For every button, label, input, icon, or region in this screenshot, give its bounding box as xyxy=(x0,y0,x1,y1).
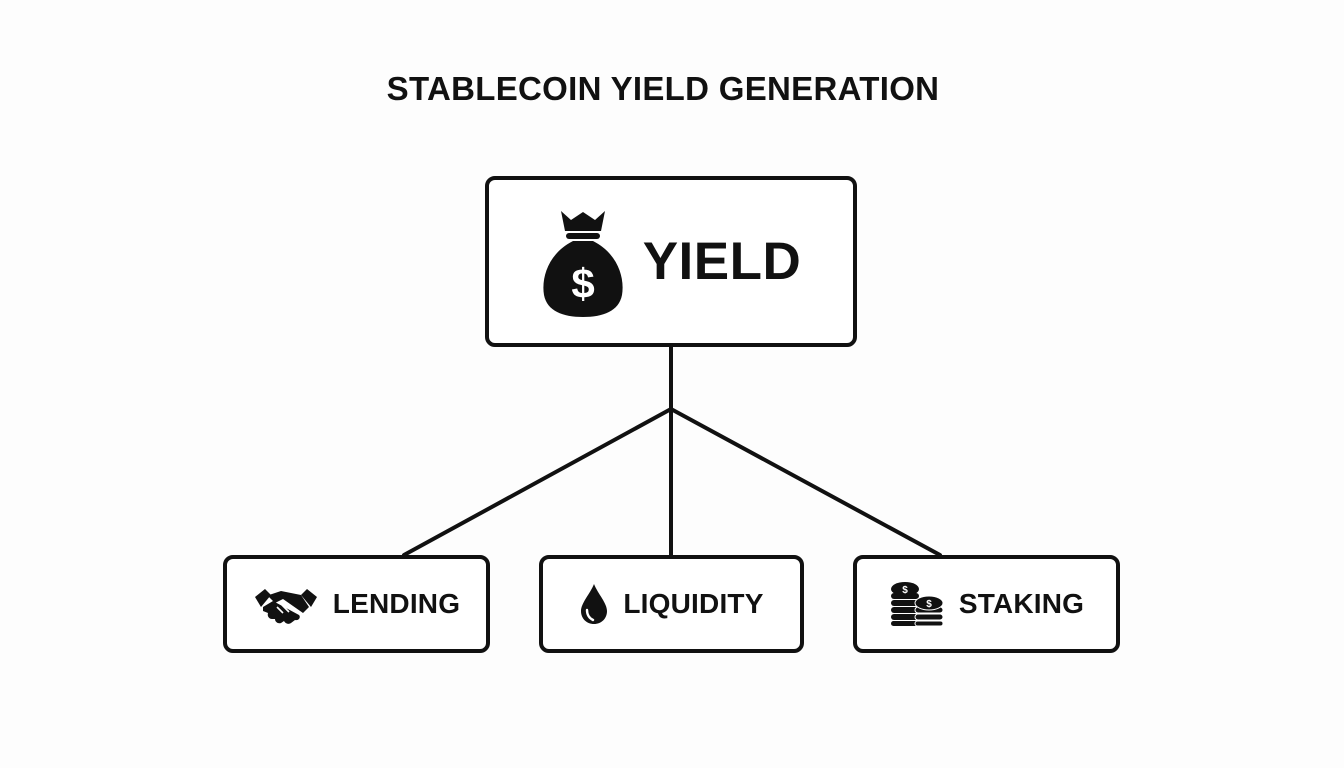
liquidity-node: LIQUIDITY xyxy=(539,555,804,653)
connector-to-staking xyxy=(669,407,942,557)
diagram-title: STABLECOIN YIELD GENERATION xyxy=(386,70,940,107)
lending-node: LENDING xyxy=(223,555,490,653)
staking-node: $ $ STAKING xyxy=(853,555,1120,653)
svg-text:$: $ xyxy=(902,585,908,596)
money-bag-icon: $ xyxy=(543,210,623,317)
svg-text:$: $ xyxy=(926,599,932,610)
svg-text:$: $ xyxy=(571,260,594,307)
liquidity-label: LIQUIDITY xyxy=(623,588,764,619)
staking-label: STAKING xyxy=(958,588,1085,619)
coin-stacks-icon: $ $ xyxy=(890,582,944,627)
lending-label: LENDING xyxy=(332,588,461,619)
yield-node: $ YIELD xyxy=(485,176,857,347)
water-drop-icon xyxy=(581,584,608,624)
handshake-icon xyxy=(254,589,317,624)
yield-label: YIELD xyxy=(642,232,802,291)
connector-to-lending xyxy=(402,407,673,557)
